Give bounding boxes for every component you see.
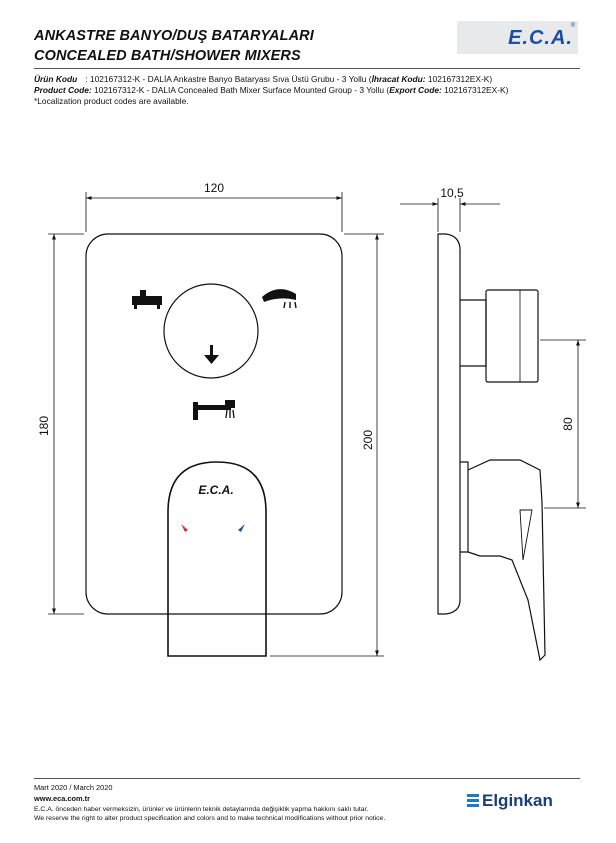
product-text-en: 102167312-K - DALIA Concealed Bath Mixer… [91,85,390,95]
dim-total-height-line [270,233,384,657]
dim-spacing-line [540,339,586,509]
elginkan-logo: Elginkan [467,791,553,811]
side-view [437,233,546,662]
mixer-body-side [460,461,469,553]
product-text-tr: : 102167312-K - DALİA Ankastre Banyo Bat… [85,74,372,84]
elginkan-logo-text: Elginkan [482,791,553,810]
dim-depth-line [400,198,500,232]
eca-logo: E.C.A. ® [457,21,578,54]
footer-disclaimer-en: We reserve the right to alter product sp… [34,815,386,822]
registered-mark-icon: ® [570,23,575,29]
dim-depth-label: 10,5 [440,186,464,200]
footer-divider [34,778,580,779]
front-view [85,233,343,657]
export-code-en: 102167312EX-K) [441,85,509,95]
dim-height-line [48,233,84,615]
mixer-lever-side [467,459,546,662]
side-plate [437,233,461,615]
bathtub-icon [132,290,162,309]
diverter-stem [460,299,487,367]
dim-height-label: 180 [37,416,51,436]
product-code-label-en: Product Code: [34,85,92,95]
elginkan-mark-icon [467,794,479,807]
faceplate-logo: E.C.A. [198,483,233,497]
faceplate-outline [85,233,343,615]
dim-spacing-label: 80 [561,417,575,431]
footer-date: Mart 2020 / March 2020 [34,783,113,792]
title-english: CONCEALED BATH/SHOWER MIXERS [34,48,301,64]
eca-logo-text: E.C.A. [508,27,573,49]
down-arrow-icon [204,345,219,364]
dim-width-label: 120 [204,181,224,195]
diverter-knob [163,283,259,379]
dim-width-line [85,192,343,232]
footer-disclaimer-tr: E.C.A. önceden haber vermeksizin, ürünle… [34,806,369,813]
export-code-label-tr: İhracat Kodu: [371,74,426,84]
localization-note: *Localization product codes are availabl… [34,96,189,106]
mixer-lever [167,461,267,657]
dim-total-height-label: 200 [361,430,375,450]
footer-website[interactable]: www.eca.com.tr [34,794,90,803]
shower-head-icon [262,289,297,309]
diverter-knob-side [485,289,539,383]
product-line-english: Product Code: 102167312-K - DALIA Concea… [34,85,508,96]
product-line-turkish: Ürün Kodu : 102167312-K - DALİA Ankastre … [34,74,492,85]
hand-shower-icon [193,400,235,420]
product-code-label-tr: Ürün Kodu [34,74,78,84]
hot-indicator-icon [181,524,188,532]
header-divider [34,68,580,69]
cold-indicator-icon [238,524,245,532]
title-turkish: ANKASTRE BANYO/DUŞ BATARYALARI [34,28,314,44]
export-code-label-en: Export Code: [389,85,442,95]
export-code-tr: 102167312EX-K) [425,74,493,84]
